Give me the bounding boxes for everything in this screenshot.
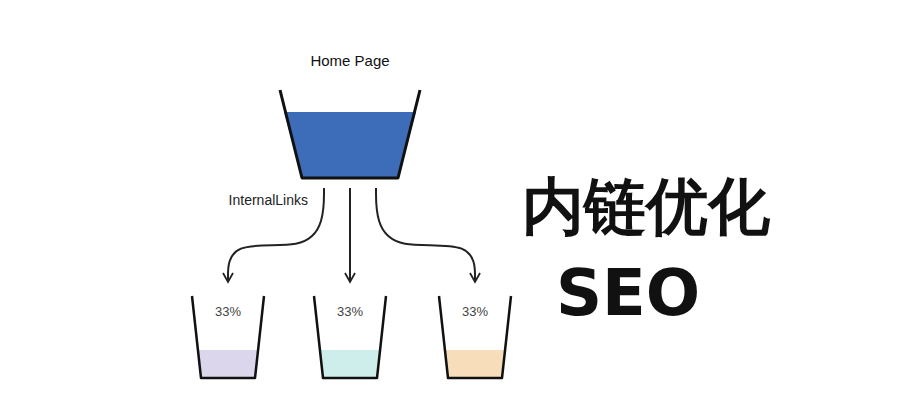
edge-label: InternalLinks [227,192,310,208]
internal-link-arrow [349,188,351,282]
cup-fill [320,350,380,378]
internal-link-arrow [376,188,475,282]
cup-fill [198,350,258,378]
page-cup: 33% [312,294,388,380]
share-percent: 33% [312,294,388,319]
node-title: Home Page [280,52,420,69]
cup-fill [445,350,505,378]
cup-outline [314,296,386,378]
home-bucket: Home Page [280,52,420,180]
water-fill [284,112,416,178]
cup-outline [439,296,511,378]
cup-outline [192,296,264,378]
bucket-shape [280,88,420,180]
subheadline: SEO [556,256,700,330]
bucket-outline [280,90,420,178]
page-cup: 33% [437,294,513,380]
headline: 内链优化 [522,165,770,249]
page-cup: 33% [190,294,266,380]
share-percent: 33% [437,294,513,319]
share-percent: 33% [190,294,266,319]
